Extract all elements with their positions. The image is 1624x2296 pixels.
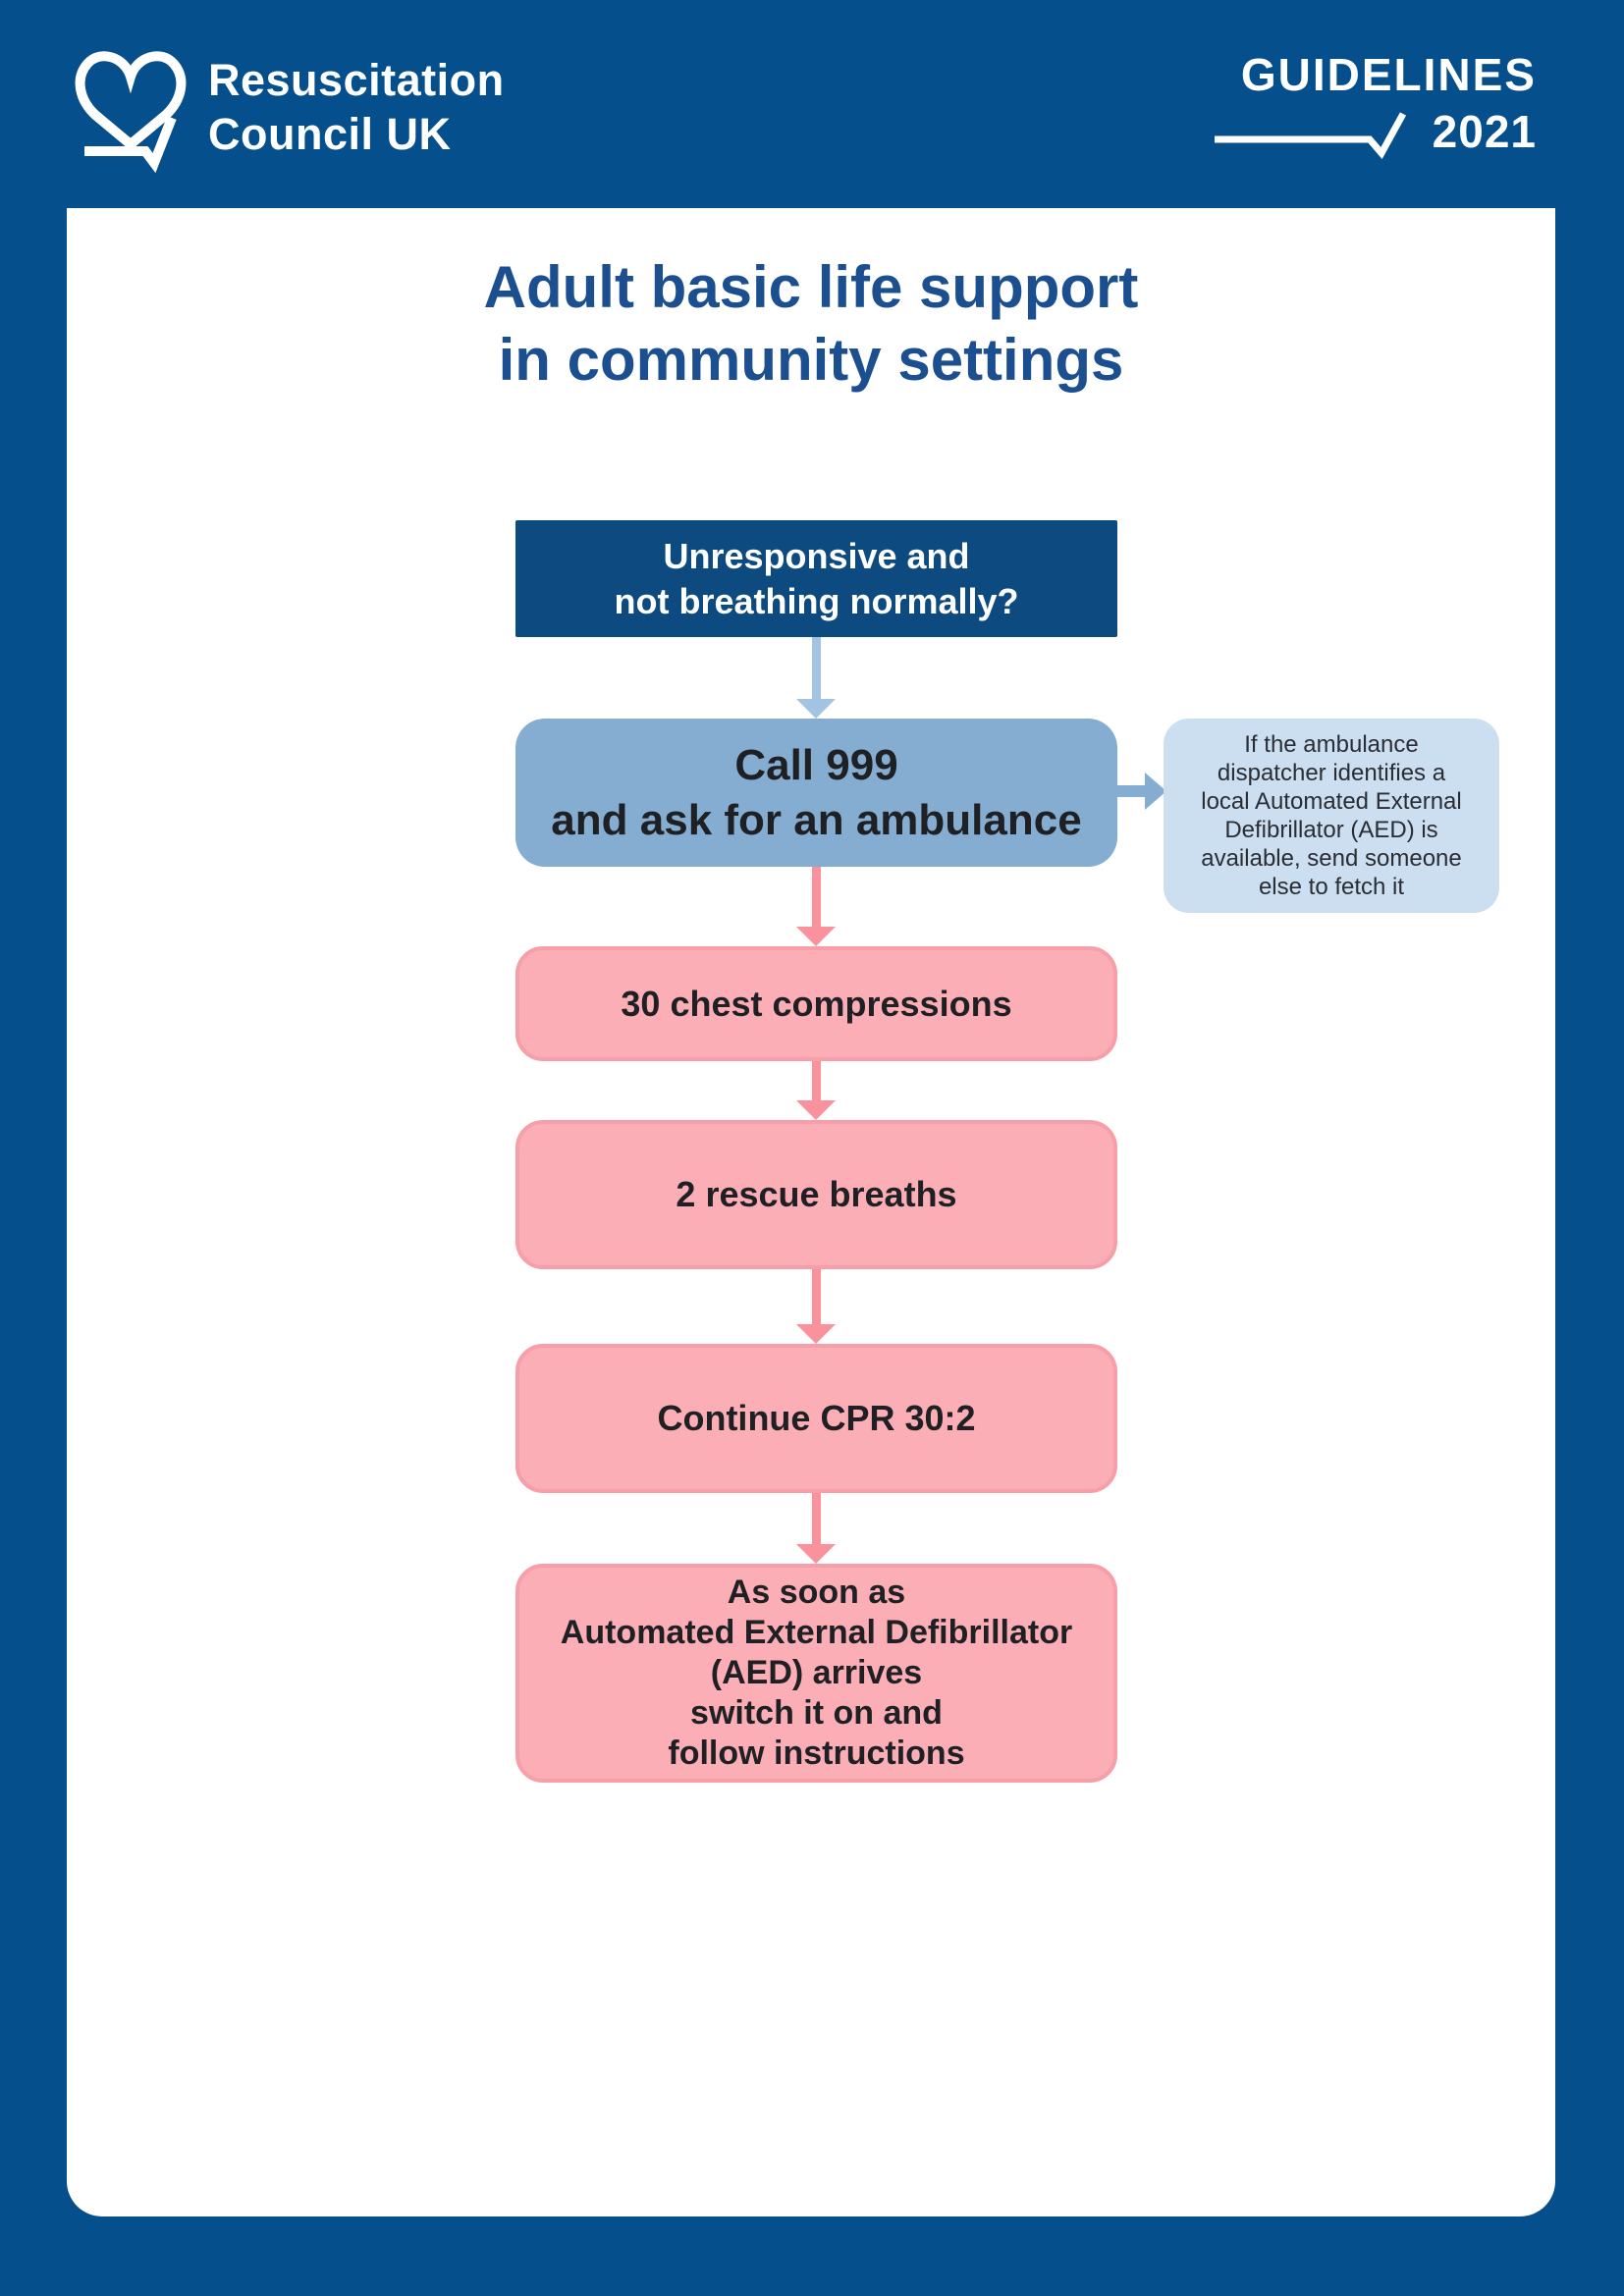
arrow-head [796,699,836,719]
guidelines-year-row: 2021 [1214,104,1537,159]
aed-dispatcher-note: If the ambulance dispatcher identifies a… [1164,719,1499,913]
flow-step-unresponsive: Unresponsive and not breathing normally? [515,520,1117,637]
content-sheet: Adult basic life support in community se… [67,208,1555,2216]
title-line2: in community settings [498,327,1124,393]
arrow-head [796,927,836,946]
note-line2: dispatcher identifies a [1217,760,1446,786]
note-line1: If the ambulance [1244,731,1419,758]
page-title: Adult basic life support in community se… [67,251,1555,397]
step4-label: 2 rescue breaths [676,1174,957,1214]
note-line4: Defibrillator (AED) is [1224,817,1438,843]
step3-label: 30 chest compressions [621,983,1012,1024]
flow-step-call-999: Call 999 and ask for an ambulance [515,719,1117,867]
arrow-stem [811,637,821,699]
step6-line3: (AED) arrives [710,1654,923,1691]
arrow-head [796,1324,836,1344]
arrow-down-icon [796,1061,836,1120]
arrow-head [796,1100,836,1120]
flow-step-compressions: 30 chest compressions [515,946,1117,1061]
guidelines-mark: GUIDELINES 2021 [1214,49,1537,159]
arrow-down-icon [796,1269,836,1344]
arrow-right-icon [1117,773,1166,810]
arrow-down-icon [796,867,836,946]
arrow-stem [1117,785,1145,797]
arrow-stem [811,867,821,927]
arrow-down-icon [796,1493,836,1564]
step2-line1: Call 999 [734,740,898,789]
note-line5: available, send someone [1201,845,1462,872]
note-line3: local Automated External [1201,788,1462,815]
arrow-down-icon [796,637,836,719]
note-line6: else to fetch it [1258,874,1405,900]
rcuk-logo: Resuscitation Council UK [71,39,505,173]
arrow-stem [811,1493,821,1544]
flow-step-rescue-breaths: 2 rescue breaths [515,1120,1117,1269]
arrow-head [1145,773,1166,810]
rule-check-icon [1214,112,1406,159]
step1-line1: Unresponsive and [663,535,970,576]
step6-line4: switch it on and [690,1694,943,1732]
title-line1: Adult basic life support [483,254,1139,320]
step6-line5: follow instructions [668,1735,965,1772]
step6-line2: Automated External Defibrillator [560,1614,1073,1651]
arrow-stem [811,1061,821,1100]
arrow-stem [811,1269,821,1324]
guidelines-label: GUIDELINES [1240,49,1537,100]
org-name-line1: Resuscitation [208,55,505,105]
arrow-head [796,1544,836,1564]
step6-line1: As soon as [727,1574,906,1611]
flow-step-aed-arrives: As soon as Automated External Defibrilla… [515,1564,1117,1783]
heart-check-icon [75,51,187,173]
step5-label: Continue CPR 30:2 [657,1398,976,1438]
org-name-line2: Council UK [208,109,452,159]
flow-step-continue-cpr: Continue CPR 30:2 [515,1344,1117,1493]
guidelines-year: 2021 [1432,106,1537,157]
header: Resuscitation Council UK GUIDELINES 2021 [0,0,1624,208]
step1-line2: not breathing normally? [614,580,1019,621]
org-name: Resuscitation Council UK [208,53,505,161]
step2-line2: and ask for an ambulance [551,795,1082,844]
